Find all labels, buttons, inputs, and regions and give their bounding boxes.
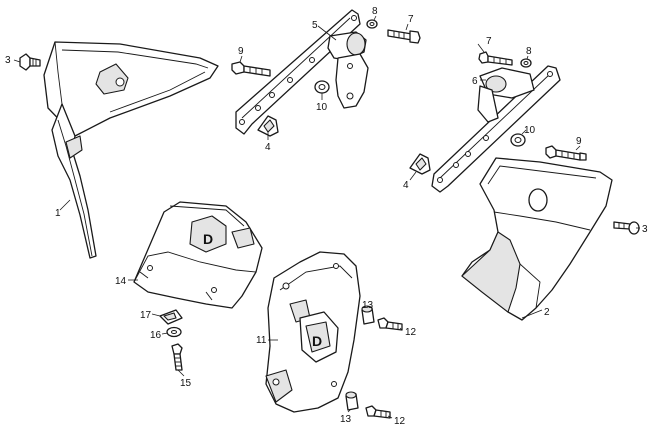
- callout-13-upper: 13: [362, 300, 374, 311]
- part-10-washer-right: [510, 133, 526, 147]
- part-3-screw-left: [19, 53, 41, 71]
- part-16-washer: [166, 326, 182, 338]
- callout-11: 11: [256, 335, 267, 346]
- callout-7-right: 7: [486, 36, 492, 47]
- part-1-side-panel: [43, 41, 219, 259]
- callout-3-left: 3: [5, 55, 11, 66]
- callout-8-right: 8: [526, 46, 532, 57]
- part-5-upper-bracket: [235, 9, 369, 135]
- callout-labels: 1 2 3 3 4 4 5 6 7 7 8 8 9 9 10 10 11 12 …: [5, 6, 648, 427]
- part-7-bolt-top: [387, 29, 421, 44]
- callout-1: 1: [55, 208, 61, 219]
- part-14-sprocket-cover: D: [133, 201, 263, 309]
- part-12-bolt-upper: [377, 317, 403, 331]
- callout-2: 2: [544, 307, 550, 318]
- part-15-screw: [171, 343, 183, 371]
- callout-16: 16: [150, 330, 162, 341]
- part-11-inner-cover: D: [265, 251, 361, 413]
- part-12-bolt-lower: [365, 405, 391, 419]
- part-4-clip-right: [409, 153, 431, 175]
- part-17-clip: [159, 309, 183, 325]
- svg-text:D: D: [312, 333, 322, 349]
- callout-6: 6: [472, 76, 478, 87]
- part-8-washer-top: [366, 19, 378, 29]
- part-10-washer-top: [314, 80, 330, 94]
- part-6-right-bracket: [431, 65, 561, 193]
- callout-12-upper: 12: [405, 327, 417, 338]
- callout-9-top: 9: [238, 46, 244, 57]
- callout-13-lower: 13: [340, 414, 352, 425]
- callout-7-top: 7: [408, 14, 414, 25]
- callout-3-right: 3: [642, 224, 648, 235]
- part-7-bolt-right: [478, 51, 513, 66]
- part-2-side-cover: [461, 157, 613, 321]
- callout-4-upper: 4: [265, 142, 271, 153]
- part-9-bolt-top: [231, 61, 271, 77]
- part-9-bolt-right: [545, 145, 587, 161]
- callout-8-top: 8: [372, 6, 378, 17]
- part-13-spacer-upper: [361, 305, 375, 325]
- callout-10-top: 10: [316, 102, 328, 113]
- svg-text:D: D: [203, 231, 213, 247]
- callout-4-right: 4: [403, 180, 409, 191]
- callout-9-right: 9: [576, 136, 582, 147]
- callout-12-lower: 12: [394, 416, 406, 427]
- callout-17: 17: [140, 310, 152, 321]
- callout-5: 5: [312, 20, 318, 31]
- callout-14: 14: [115, 276, 127, 287]
- part-13-spacer-lower: [345, 391, 359, 411]
- callout-15: 15: [180, 378, 192, 389]
- callout-10-right: 10: [524, 125, 536, 136]
- part-8-washer-right: [520, 58, 532, 68]
- part-3-screw-right: [613, 221, 640, 235]
- leader-lines: [13, 15, 640, 419]
